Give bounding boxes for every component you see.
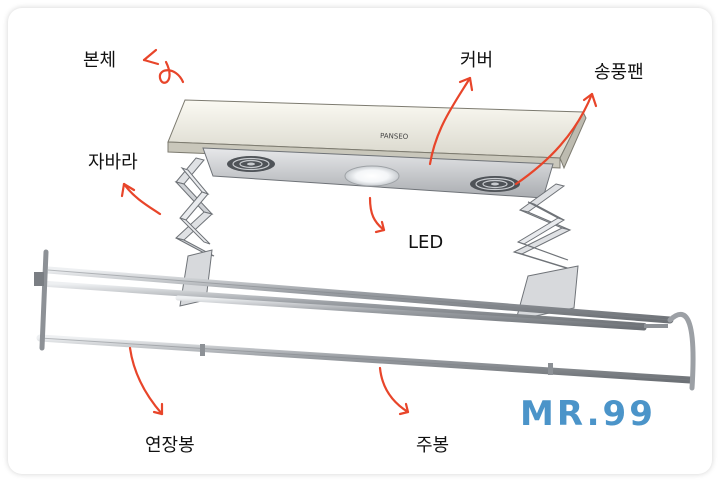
right-end-frame [667, 312, 696, 391]
drying-rods [34, 249, 696, 391]
arrow-icon [128, 346, 164, 416]
label-extension-rod: 연장봉 [145, 435, 195, 456]
label-body: 본체 [83, 50, 117, 71]
annotation-arrows [120, 48, 598, 416]
arrow-icon [120, 182, 162, 216]
label-fan: 송풍팬 [594, 62, 644, 83]
diagram-frame: PANSEO [8, 8, 712, 474]
label-cover: 커버 [460, 50, 494, 71]
clothes-dryer-diagram: PANSEO [34, 48, 696, 416]
label-scissor-bar: 자바라 [88, 152, 138, 173]
product-mark: PANSEO [380, 132, 409, 141]
main-rod [175, 295, 647, 331]
main-rod [45, 281, 647, 329]
watermark: MR.99 [520, 394, 656, 434]
label-led: LED [408, 232, 444, 253]
cover-end-cap [559, 110, 587, 170]
fan-icon [227, 156, 275, 172]
right-scissor-arm [512, 183, 579, 321]
arrow-icon [378, 366, 410, 416]
left-end-frame [39, 249, 49, 351]
arrow-icon [428, 76, 474, 166]
arrow-icon [514, 92, 598, 186]
fan-icon [470, 176, 520, 192]
device-body: PANSEO [167, 99, 587, 199]
arrow-icon [368, 196, 386, 234]
arrow-icon [142, 48, 185, 84]
label-main-rod: 주봉 [416, 435, 450, 456]
led-light-icon [344, 165, 400, 187]
